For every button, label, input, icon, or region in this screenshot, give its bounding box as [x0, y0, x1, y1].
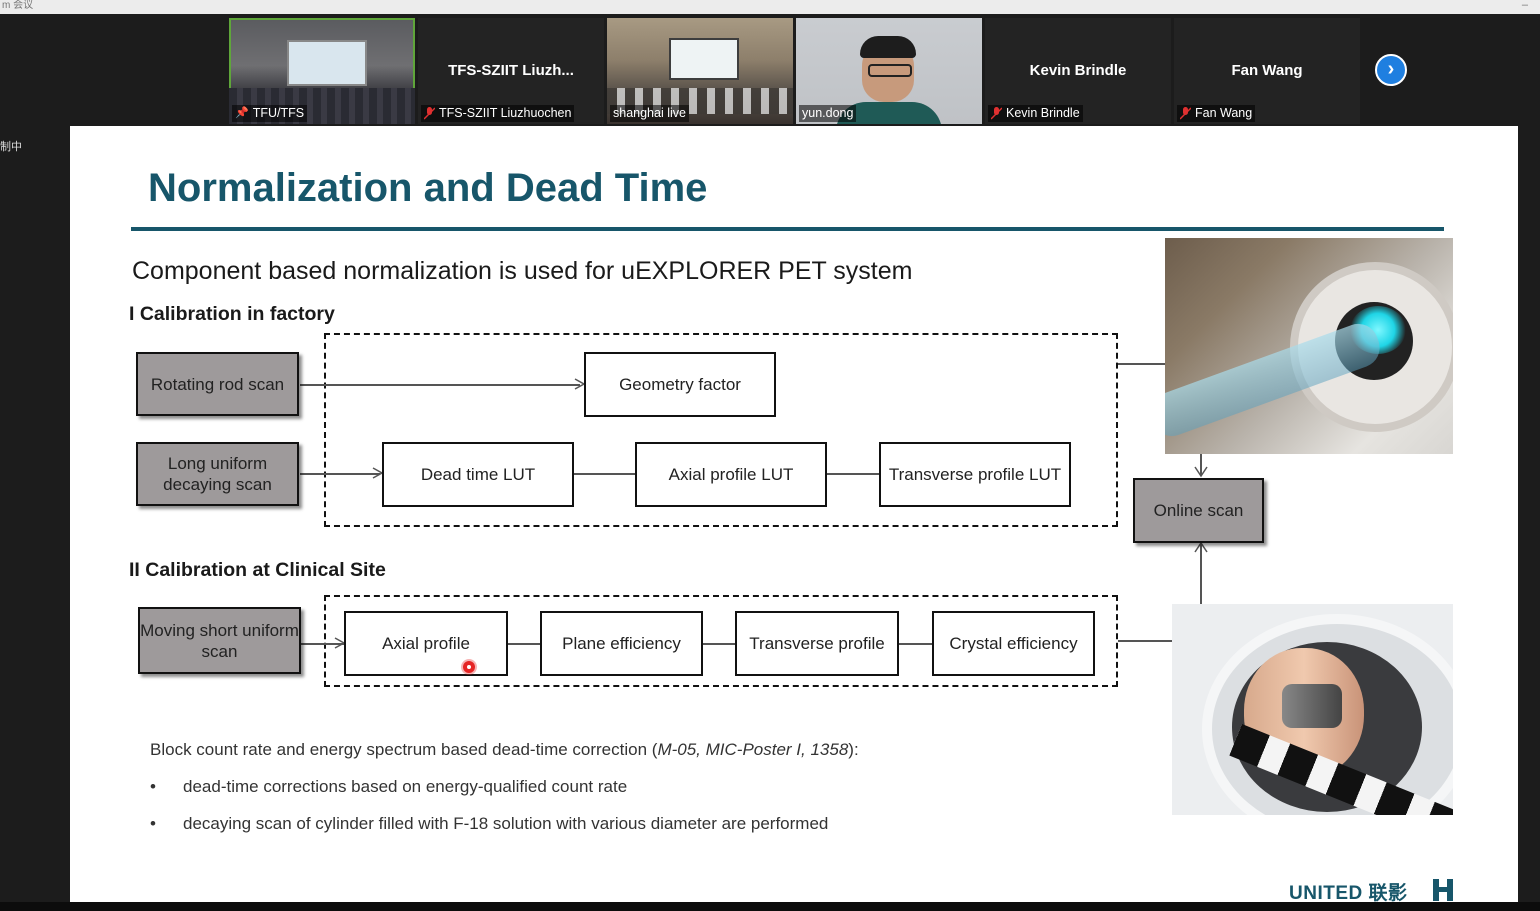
- transverse-profile-lut-box: Transverse profile LUT: [879, 442, 1071, 507]
- connector-line: [574, 473, 636, 475]
- participant-tile-liuzhuochen[interactable]: TFS-SZIIT Liuzh... TFS-SZIIT Liuzhuochen: [418, 18, 604, 124]
- connector-line: [1200, 542, 1202, 604]
- axial-profile-lut-box: Axial profile LUT: [635, 442, 827, 507]
- notes-intro-text: Block count rate and energy spectrum bas…: [150, 740, 658, 759]
- glasses: [868, 64, 912, 77]
- notes-bullet: •decaying scan of cylinder filled with F…: [150, 814, 829, 833]
- participant-tile-shanghai[interactable]: shanghai live: [607, 18, 793, 124]
- plane-efficiency-box: Plane efficiency: [540, 611, 703, 676]
- notes-bullet-text: dead-time corrections based on energy-qu…: [183, 777, 628, 796]
- notes-bullet-text: decaying scan of cylinder filled with F-…: [183, 814, 829, 833]
- shared-slide: Normalization and Dead Time Component ba…: [70, 126, 1518, 902]
- notes-bullet: •dead-time corrections based on energy-q…: [150, 777, 628, 796]
- participant-label: shanghai live: [610, 105, 689, 122]
- logo-mark-icon: [1433, 879, 1459, 901]
- crystal-efficiency-box: Crystal efficiency: [932, 611, 1095, 676]
- dead-time-lut-box: Dead time LUT: [382, 442, 574, 507]
- slide-title: Normalization and Dead Time: [148, 166, 708, 210]
- muted-mic-icon: [424, 107, 435, 120]
- recording-status: 制中: [0, 141, 22, 153]
- notes-intro: Block count rate and energy spectrum bas…: [150, 740, 859, 760]
- participant-label: 📌 TFU/TFS: [232, 105, 308, 122]
- notes-citation: M-05, MIC-Poster I, 1358: [657, 740, 849, 759]
- connector-line: [300, 473, 380, 475]
- participant-name: Kevin Brindle: [1006, 106, 1080, 120]
- clinical-dashed-group: [324, 595, 1118, 687]
- participant-label: Fan Wang: [1177, 105, 1256, 122]
- next-page-button[interactable]: ›: [1375, 54, 1407, 86]
- window-title: m 会议: [2, 0, 34, 11]
- muted-mic-icon: [1180, 107, 1191, 120]
- pin-icon: 📌: [235, 107, 249, 119]
- online-scan-box: Online scan: [1133, 478, 1264, 543]
- slide-subtitle: Component based normalization is used fo…: [132, 257, 913, 285]
- axial-profile-box: Axial profile: [344, 611, 508, 676]
- connector-line: [702, 643, 736, 645]
- connector-line: [300, 643, 344, 645]
- chevron-right-icon: ›: [1387, 58, 1395, 80]
- hair: [860, 36, 916, 58]
- section-factory-heading: I Calibration in factory: [129, 303, 335, 325]
- participant-tile-tfu[interactable]: 📌 TFU/TFS: [229, 18, 415, 124]
- participant-label: Kevin Brindle: [988, 105, 1083, 122]
- projection-screen: [287, 40, 367, 86]
- participant-name: shanghai live: [613, 106, 686, 120]
- participant-name: TFS-SZIIT Liuzhuochen: [439, 106, 572, 120]
- united-imaging-logo: UNITED 联影: [1289, 883, 1408, 902]
- participant-tile-yundong[interactable]: yun.dong: [796, 18, 982, 124]
- window-titlebar: m 会议 –: [0, 0, 1540, 14]
- connector-line: [1118, 640, 1172, 642]
- section-clinical-heading: II Calibration at Clinical Site: [129, 559, 386, 581]
- transverse-profile-box: Transverse profile: [735, 611, 899, 676]
- minimize-button[interactable]: –: [1521, 0, 1528, 11]
- connector-line: [1200, 454, 1202, 476]
- participant-display-name: TFS-SZIIT Liuzh...: [448, 62, 574, 79]
- notes-intro-end: ):: [848, 740, 859, 759]
- participant-display-name: Kevin Brindle: [1029, 62, 1127, 79]
- laser-pointer: [463, 661, 475, 673]
- title-rule: [131, 227, 1444, 231]
- rotating-rod-scan-box: Rotating rod scan: [136, 352, 299, 416]
- arrow-down-icon: [1194, 466, 1208, 478]
- connector-line: [827, 473, 880, 475]
- participant-name: Fan Wang: [1195, 106, 1253, 120]
- participant-tile-kevin[interactable]: Kevin Brindle Kevin Brindle: [985, 18, 1171, 124]
- connector-line: [507, 643, 541, 645]
- moving-short-scan-box: Moving short uniform scan: [138, 607, 301, 674]
- projection-screen: [669, 38, 739, 80]
- participant-label: TFS-SZIIT Liuzhuochen: [421, 105, 575, 122]
- participant-display-name: Fan Wang: [1231, 62, 1303, 79]
- connector-line: [898, 643, 932, 645]
- arrow-up-icon: [1194, 541, 1208, 553]
- pet-scanner-photo: [1165, 238, 1453, 454]
- shirt: [836, 102, 942, 124]
- participant-label: yun.dong: [799, 105, 857, 122]
- connector-line: [1118, 363, 1166, 365]
- participant-tile-fanwang[interactable]: Fan Wang Fan Wang: [1174, 18, 1360, 124]
- geometry-factor-box: Geometry factor: [584, 352, 776, 417]
- connector-line: [300, 384, 580, 386]
- participant-name: TFU/TFS: [252, 106, 305, 120]
- muted-mic-icon: [991, 107, 1002, 120]
- long-uniform-scan-box: Long uniform decaying scan: [136, 442, 299, 506]
- bottom-bar: [0, 902, 1540, 911]
- phantom-photo: [1172, 604, 1453, 815]
- phantom-rod: [1282, 684, 1342, 728]
- factory-dashed-group: [324, 333, 1118, 527]
- participant-name: yun.dong: [802, 106, 854, 120]
